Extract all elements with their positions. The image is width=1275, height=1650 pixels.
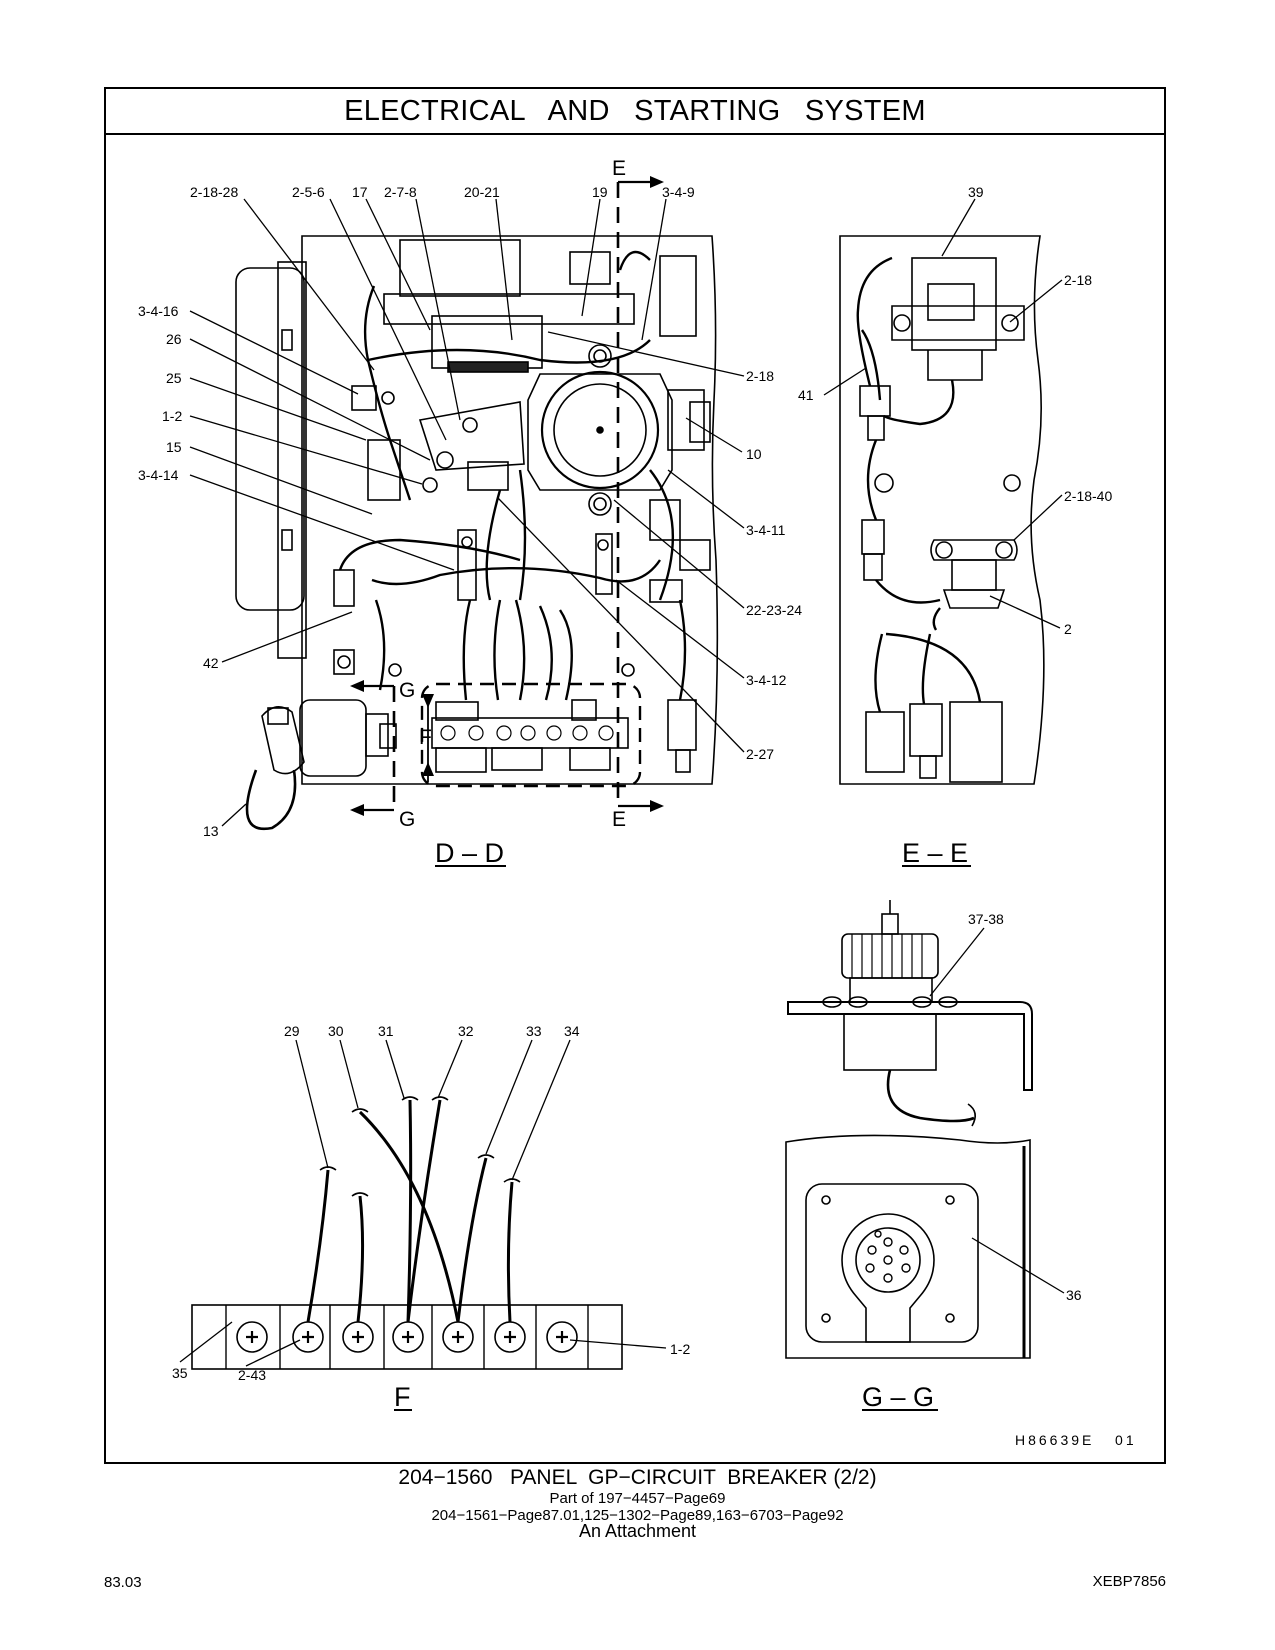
callout-2-18-28: 2-18-28 [190, 184, 238, 200]
caption-main: 204−1560 PANEL GP−CIRCUIT BREAKER (2/2) [398, 1466, 877, 1489]
view-title-gg: G – G [862, 1382, 934, 1412]
callout-2-43: 2-43 [238, 1367, 266, 1383]
callout-20-21: 20-21 [464, 184, 500, 200]
callout-32: 32 [458, 1023, 474, 1039]
callout-37-38: 37-38 [968, 911, 1004, 927]
callout-22-23-24: 22-23-24 [746, 602, 802, 618]
view-ee-drawing [839, 235, 1045, 785]
callout-41: 41 [798, 387, 814, 403]
callout-2-27: 2-27 [746, 746, 774, 762]
section-mark-e-top: E [612, 157, 626, 180]
callout-42: 42 [203, 655, 219, 671]
callout-1-2-f: 1-2 [670, 1341, 690, 1357]
view-gg-drawing [785, 900, 1033, 1359]
callout-2-5-6: 2-5-6 [292, 184, 325, 200]
callout-17: 17 [352, 184, 368, 200]
callout-36: 36 [1066, 1287, 1082, 1303]
section-arrows [350, 176, 664, 816]
callout-25: 25 [166, 370, 182, 386]
view-title-f: F [394, 1382, 411, 1412]
view-title-ee: E – E [902, 838, 968, 868]
caption-line-3: An Attachment [578, 1521, 697, 1541]
diagram-frame: ELECTRICAL AND STARTING SYSTEM [104, 87, 1166, 1464]
callout-19: 19 [592, 184, 608, 200]
illustration-id: H86639E 01 [1015, 1432, 1137, 1448]
callout-10: 10 [746, 446, 762, 462]
callout-3-4-14: 3-4-14 [138, 467, 179, 483]
view-titles: D – D E – E F G – G [394, 838, 968, 1412]
detail-mark-f: F [419, 726, 432, 749]
callout-1-2: 1-2 [162, 408, 182, 424]
callout-34: 34 [564, 1023, 580, 1039]
callout-2-18-dd: 2-18 [746, 368, 774, 384]
callout-2-18-ee: 2-18 [1064, 272, 1092, 288]
page-number: 83.03 [104, 1574, 142, 1591]
caption-line-2: 204−1561−Page87.01,125−1302−Page89,163−6… [431, 1507, 844, 1524]
view-f-drawing [191, 1096, 623, 1370]
callout-35: 35 [172, 1365, 188, 1381]
section-mark-g-top: G [399, 679, 415, 702]
callout-2: 2 [1064, 621, 1072, 637]
callout-29: 29 [284, 1023, 300, 1039]
caption-line-1: Part of 197−4457−Page69 [549, 1490, 726, 1507]
callout-26: 26 [166, 331, 182, 347]
callout-labels: 2-18-28 2-5-6 17 2-7-8 20-21 19 3-4-9 3-… [138, 184, 1112, 1383]
leader-lines [179, 198, 1065, 1367]
view-title-dd: D – D [435, 838, 504, 868]
section-mark-e-bottom: E [612, 808, 626, 831]
view-title-underlines [394, 865, 971, 1411]
section-letters: E E G G F [399, 157, 626, 831]
callout-3-4-9: 3-4-9 [662, 184, 695, 200]
callout-3-4-11: 3-4-11 [746, 522, 786, 538]
callout-31: 31 [378, 1023, 394, 1039]
callout-3-4-16: 3-4-16 [138, 303, 179, 319]
callout-13: 13 [203, 823, 219, 839]
callout-3-4-12: 3-4-12 [746, 672, 787, 688]
view-dd-drawing [235, 180, 719, 831]
callout-2-18-40: 2-18-40 [1064, 488, 1112, 504]
callout-2-7-8: 2-7-8 [384, 184, 417, 200]
page-title: ELECTRICAL AND STARTING SYSTEM [106, 89, 1164, 135]
callout-33: 33 [526, 1023, 542, 1039]
document-code: XEBP7856 [1092, 1573, 1166, 1590]
section-mark-g-bottom: G [399, 808, 415, 831]
callout-39: 39 [968, 184, 984, 200]
callout-15: 15 [166, 439, 182, 455]
callout-30: 30 [328, 1023, 344, 1039]
